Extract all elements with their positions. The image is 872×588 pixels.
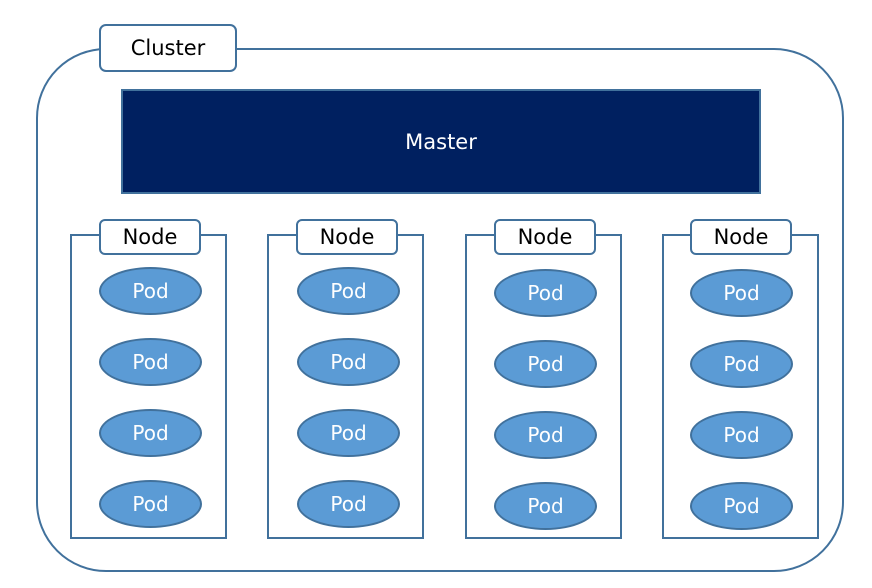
pod-3-2: Pod <box>494 340 597 388</box>
node-label-3: Node <box>494 219 596 255</box>
pod-3-3: Pod <box>494 411 597 459</box>
pod-1-3: Pod <box>99 409 202 457</box>
pod-1-2: Pod <box>99 338 202 386</box>
master-box: Master <box>121 89 761 194</box>
node-label-1: Node <box>99 219 201 255</box>
pod-4-4: Pod <box>690 482 793 530</box>
pod-3-1: Pod <box>494 269 597 317</box>
cluster-label: Cluster <box>99 24 237 72</box>
pod-2-4: Pod <box>297 480 400 528</box>
node-label-2: Node <box>296 219 398 255</box>
pod-4-2: Pod <box>690 340 793 388</box>
pod-1-4: Pod <box>99 480 202 528</box>
pod-4-1: Pod <box>690 269 793 317</box>
pod-2-1: Pod <box>297 267 400 315</box>
node-label-4: Node <box>690 219 792 255</box>
pod-2-3: Pod <box>297 409 400 457</box>
pod-2-2: Pod <box>297 338 400 386</box>
pod-1-1: Pod <box>99 267 202 315</box>
pod-3-4: Pod <box>494 482 597 530</box>
pod-4-3: Pod <box>690 411 793 459</box>
